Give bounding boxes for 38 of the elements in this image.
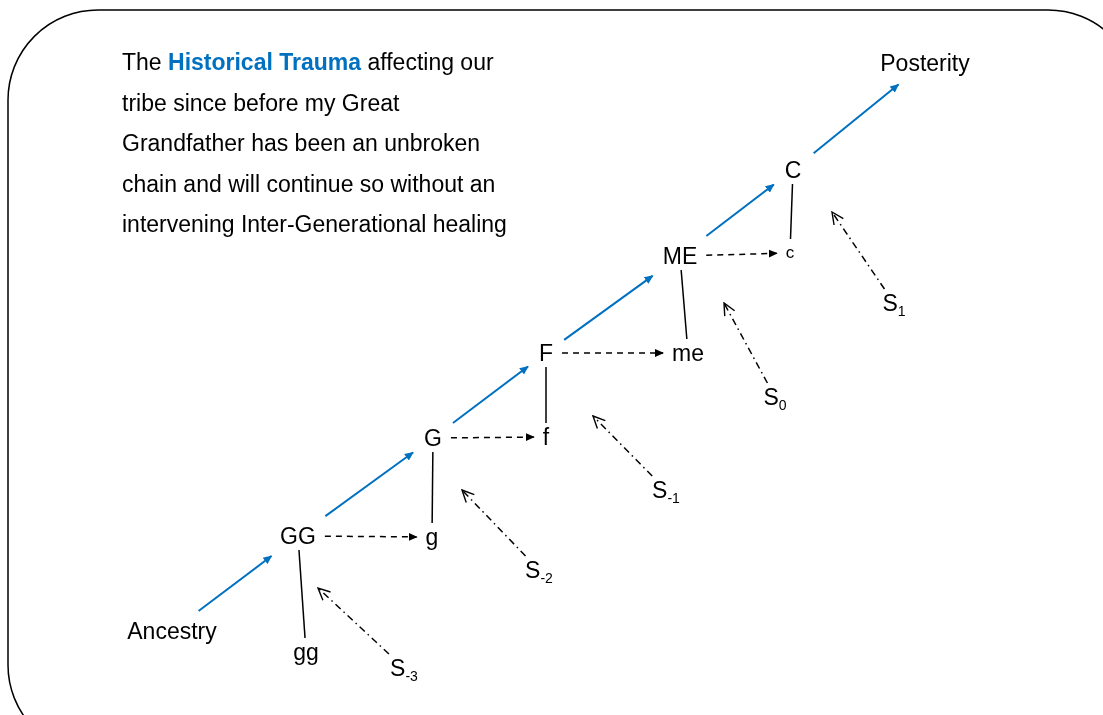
- arrow: [563, 274, 654, 341]
- arrow: [812, 83, 900, 155]
- connector-line: [789, 183, 794, 240]
- node-label: S$_{-3}$: [387, 654, 421, 682]
- arrow: [461, 489, 527, 557]
- node-label: gg: [290, 638, 322, 666]
- arrow: [324, 451, 414, 518]
- connector-line: [298, 549, 306, 639]
- arrow: [451, 365, 529, 424]
- arrow: [197, 555, 273, 612]
- arrow: [324, 532, 418, 541]
- node-label: G: [421, 424, 445, 452]
- arrow: [705, 183, 775, 237]
- connector-line: [431, 451, 434, 524]
- arrow: [592, 415, 653, 477]
- node-label: g: [422, 523, 442, 551]
- node-label: C: [781, 156, 805, 184]
- node-label: c: [782, 239, 798, 267]
- arrow: [317, 587, 390, 655]
- node-label: Ancestry: [124, 617, 220, 645]
- arrow: [831, 211, 886, 290]
- connector-line: [545, 366, 547, 424]
- description-text: The Historical Trauma affecting our tribe since before my Great Grandfather has been an unbroken chain and will continue so without an intervening Inter-Generational healing: [122, 48, 508, 239]
- arrow: [561, 349, 664, 357]
- node-label: me: [669, 339, 707, 367]
- arrow: [450, 433, 535, 442]
- node-label: ME: [659, 242, 701, 270]
- node-label: S$_{1}$: [879, 289, 909, 317]
- arrow: [723, 302, 769, 384]
- node-label: GG: [277, 522, 319, 550]
- node-label: S$_{0}$: [760, 383, 790, 411]
- node-label: S$_{-2}$: [522, 556, 556, 584]
- arrow: [705, 249, 778, 258]
- node-label: f: [539, 423, 553, 451]
- node-label: Posterity: [877, 49, 973, 77]
- node-label: S$_{-1}$: [649, 476, 683, 504]
- node-label: F: [535, 339, 557, 367]
- connector-line: [680, 269, 688, 340]
